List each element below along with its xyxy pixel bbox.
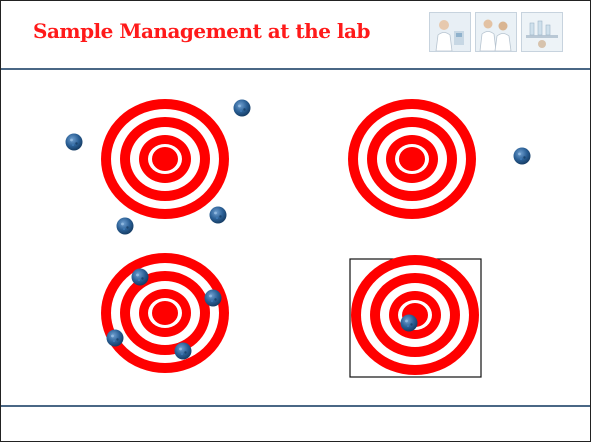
shot-marker	[106, 329, 124, 347]
lab-equipment-photo-icon	[521, 12, 563, 52]
shot-marker	[174, 342, 192, 360]
lab-scientist-photo-icon	[429, 12, 471, 52]
lab-scientists-photo-icon	[475, 12, 517, 52]
shot-marker	[65, 133, 83, 151]
shot-marker	[209, 206, 227, 224]
shot-marker	[400, 314, 418, 332]
shot-marker	[116, 217, 134, 235]
header-thumbnails	[429, 12, 563, 52]
shot-marker	[131, 268, 149, 286]
target-scattered	[101, 99, 229, 219]
shot-marker	[513, 147, 531, 165]
shot-marker	[233, 99, 251, 117]
header-divider	[1, 68, 590, 70]
slide-title: Sample Management at the lab	[33, 19, 370, 43]
target-single-miss	[348, 99, 476, 219]
target-bullseye	[351, 255, 479, 375]
shot-marker	[204, 289, 222, 307]
target-ring-cluster	[101, 253, 229, 373]
footer-divider	[1, 405, 590, 407]
